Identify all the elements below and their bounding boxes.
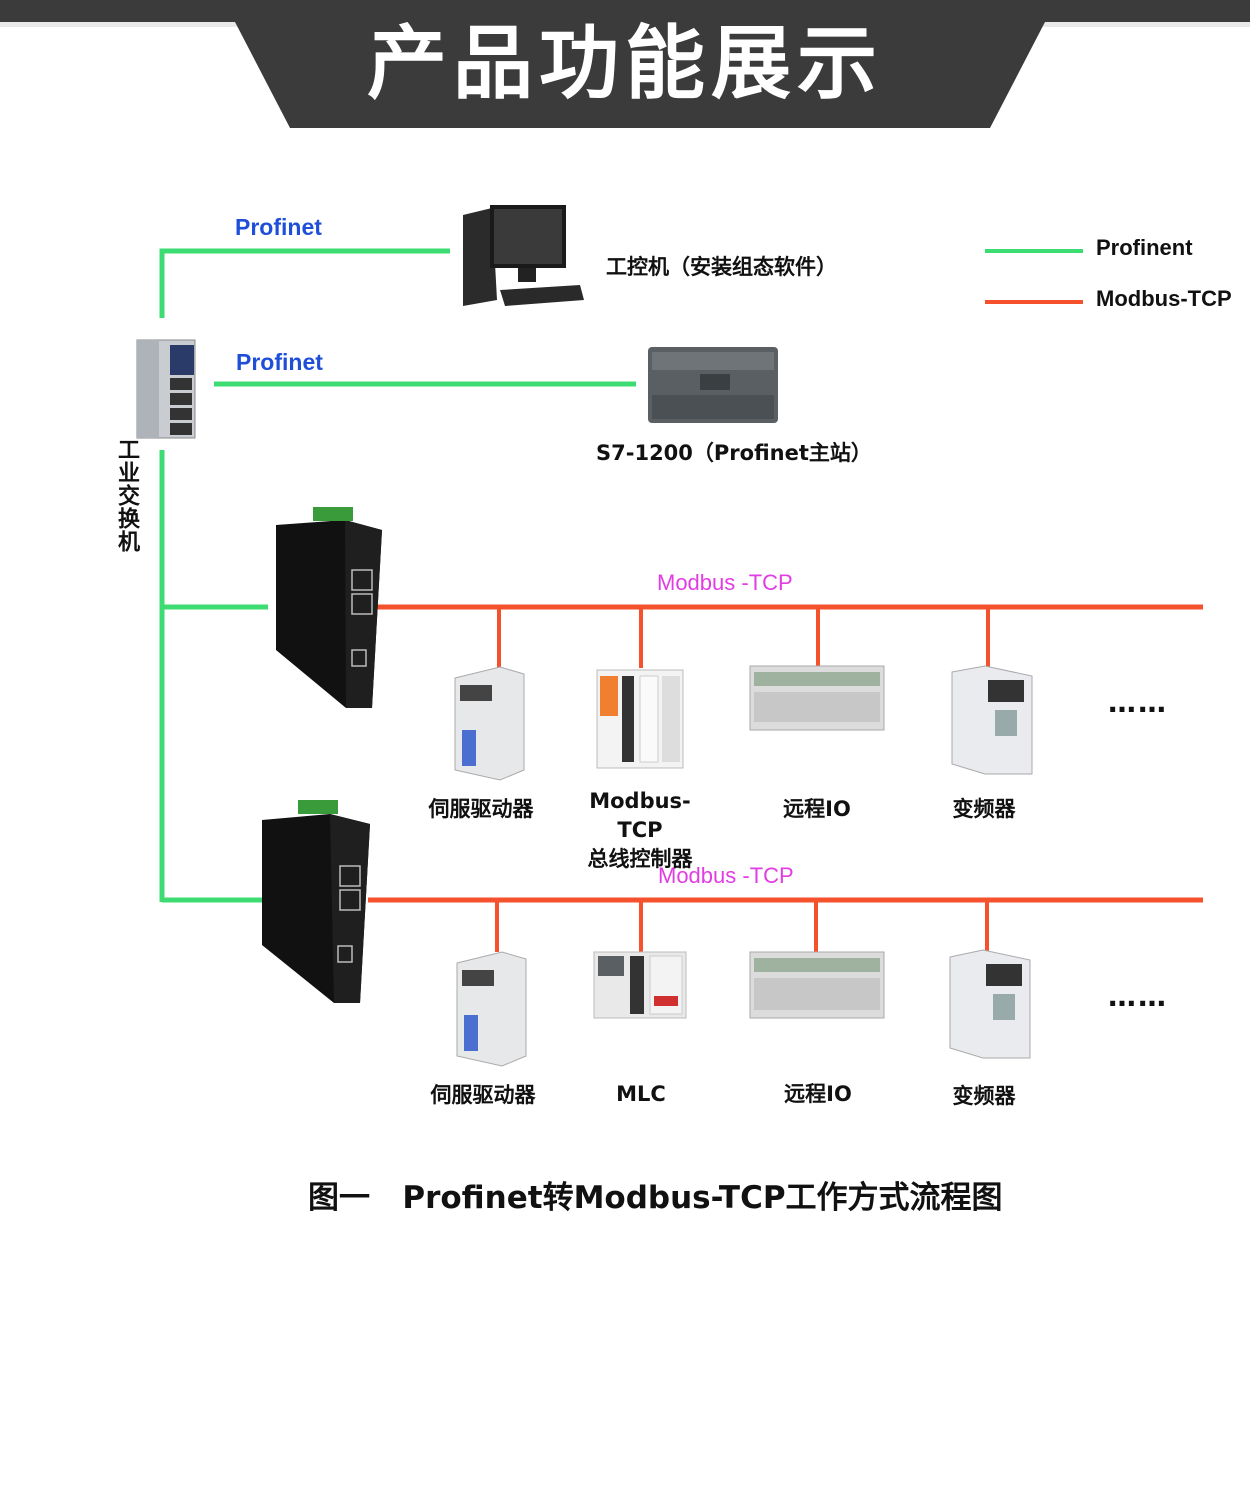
profinet-line-ipc xyxy=(159,248,450,318)
device-label-vfd-2: 变频器 xyxy=(952,1084,1016,1108)
switch-label: 工业交换机 xyxy=(114,438,139,553)
vfd-2-icon xyxy=(949,949,1031,1059)
industrial-pc-icon xyxy=(463,205,584,306)
page-title: 产品功能展示 xyxy=(367,17,883,110)
plc-label: S7-1200（Profinet主站） xyxy=(596,441,872,465)
remote-io-1-icon xyxy=(749,665,885,731)
device-label-bus-controller: Modbus-TCP 总线控制器 xyxy=(587,789,693,871)
modbus-label-2: Modbus -TCP xyxy=(658,863,794,888)
device-label-mlc: MLC xyxy=(616,1082,666,1106)
gateway-1-icon xyxy=(276,507,382,708)
more-devices-1: …… xyxy=(1108,686,1168,719)
device-label-vfd-1: 变频器 xyxy=(952,797,1016,821)
profinet-label-2: Profinet xyxy=(236,349,323,375)
device-label-servo-2: 伺服驱动器 xyxy=(430,1083,536,1107)
vfd-1-icon xyxy=(951,665,1033,775)
device-label-remote-io-2: 远程IO xyxy=(784,1082,852,1106)
mlc-icon xyxy=(593,951,687,1019)
remote-io-2-icon xyxy=(749,951,885,1019)
gateway-2-icon xyxy=(262,800,370,1003)
servo-drive-2-icon xyxy=(456,951,527,1067)
more-devices-2: …… xyxy=(1108,980,1168,1013)
title-banner-top xyxy=(0,0,1250,22)
ipc-label: 工控机（安装组态软件） xyxy=(606,255,837,279)
device-label-remote-io-1: 远程IO xyxy=(783,797,851,821)
plc-s7-1200-icon xyxy=(648,347,778,423)
device-label-servo-1: 伺服驱动器 xyxy=(428,797,534,821)
modbus-label-1: Modbus -TCP xyxy=(657,570,793,595)
title-banner xyxy=(235,22,1045,128)
legend-profinet-label: Profinent xyxy=(1096,235,1193,260)
industrial-switch-icon xyxy=(136,339,196,439)
figure-caption: 图一 Profinet转Modbus-TCP工作方式流程图 xyxy=(308,1180,1003,1216)
profinet-label-1: Profinet xyxy=(235,214,322,240)
servo-drive-1-icon xyxy=(454,666,525,781)
legend-modbus-label: Modbus-TCP xyxy=(1096,286,1232,311)
bus-controller-1-icon xyxy=(596,669,684,769)
